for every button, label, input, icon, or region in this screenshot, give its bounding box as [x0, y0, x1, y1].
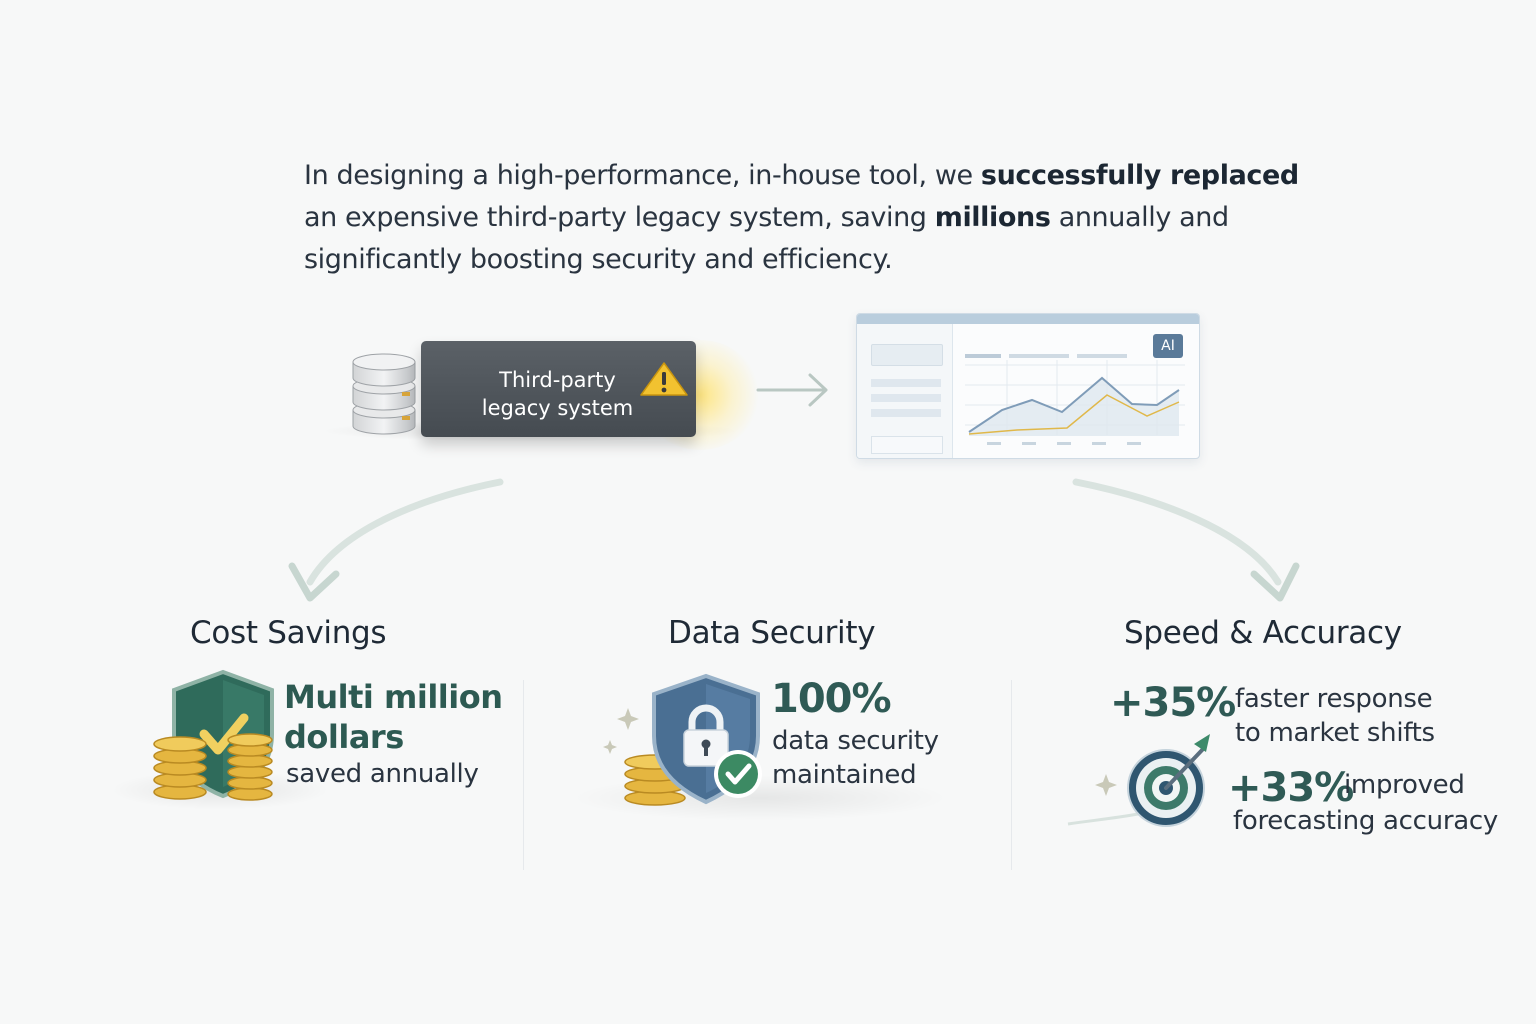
intro-bold-replaced: successfully replaced	[980, 160, 1299, 191]
shield-check-icon	[153, 669, 274, 801]
ai-badge: AI	[1153, 334, 1183, 358]
curved-arrow-left-icon	[288, 478, 504, 602]
dashboard-sidebar	[857, 324, 953, 458]
target-icon	[1067, 734, 1210, 827]
database-icon	[352, 353, 416, 435]
dashboard-preview	[856, 313, 1200, 459]
column-divider	[523, 680, 524, 870]
security-percent: 100%	[771, 676, 892, 722]
speed-stat1-value: +35%	[1110, 680, 1236, 726]
cost-caption: saved annually	[286, 759, 479, 789]
warning-icon	[640, 362, 688, 396]
cost-highlight-line1: Multi million	[284, 678, 503, 716]
shield-lock-icon	[603, 673, 762, 806]
speed-stat1-line2: to market shifts	[1235, 718, 1435, 748]
speed-stat2-line2: forecasting accuracy	[1233, 806, 1498, 836]
arrow-right-icon	[756, 373, 828, 407]
cost-savings-title: Cost Savings	[190, 615, 387, 651]
coins-icon	[153, 733, 273, 801]
legacy-system-label: Third-party legacy system	[481, 368, 634, 420]
security-caption-line1: data security	[772, 726, 939, 756]
data-security-title: Data Security	[668, 615, 876, 651]
security-caption-line2: maintained	[772, 760, 917, 790]
intro-bold-millions: millions	[934, 202, 1051, 233]
cost-highlight-line2: dollars	[284, 718, 404, 756]
line-chart-icon	[965, 354, 1185, 445]
column-divider	[1011, 680, 1012, 870]
speed-stat2-value: +33%	[1228, 765, 1354, 811]
speed-stat1-line1: faster response	[1235, 684, 1433, 714]
intro-paragraph: In designing a high-performance, in-hous…	[304, 160, 1299, 275]
speed-accuracy-title: Speed & Accuracy	[1124, 615, 1402, 651]
speed-stat2-line1: improved	[1344, 770, 1465, 800]
dashboard-titlebar	[857, 314, 1199, 324]
check-badge-icon	[714, 750, 762, 798]
curved-arrow-right-icon	[1072, 478, 1300, 602]
